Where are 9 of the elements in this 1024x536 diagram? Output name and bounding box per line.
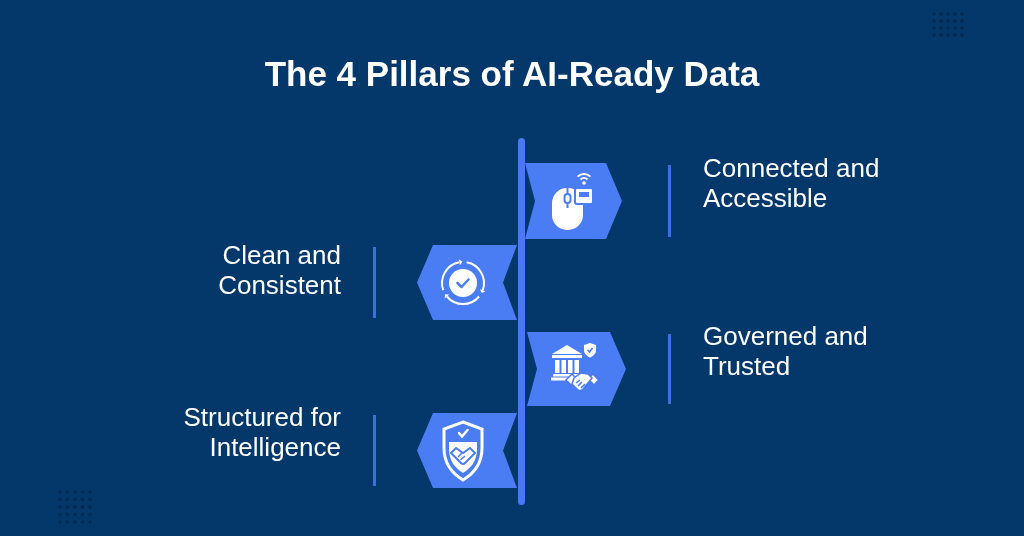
pillar-label: Structured for Intelligence bbox=[182, 402, 341, 462]
pillar-label: Governed and Trusted bbox=[703, 321, 869, 381]
pillar-label: Connected and Accessible bbox=[703, 153, 881, 213]
title: The 4 Pillars of AI-Ready Data bbox=[264, 53, 760, 95]
chevron-tab bbox=[417, 413, 517, 488]
chevron-tab bbox=[527, 332, 626, 406]
chevron-tab bbox=[417, 245, 517, 320]
pillar-label: Clean and Consistent bbox=[217, 240, 341, 300]
chevron-tab bbox=[525, 163, 622, 239]
